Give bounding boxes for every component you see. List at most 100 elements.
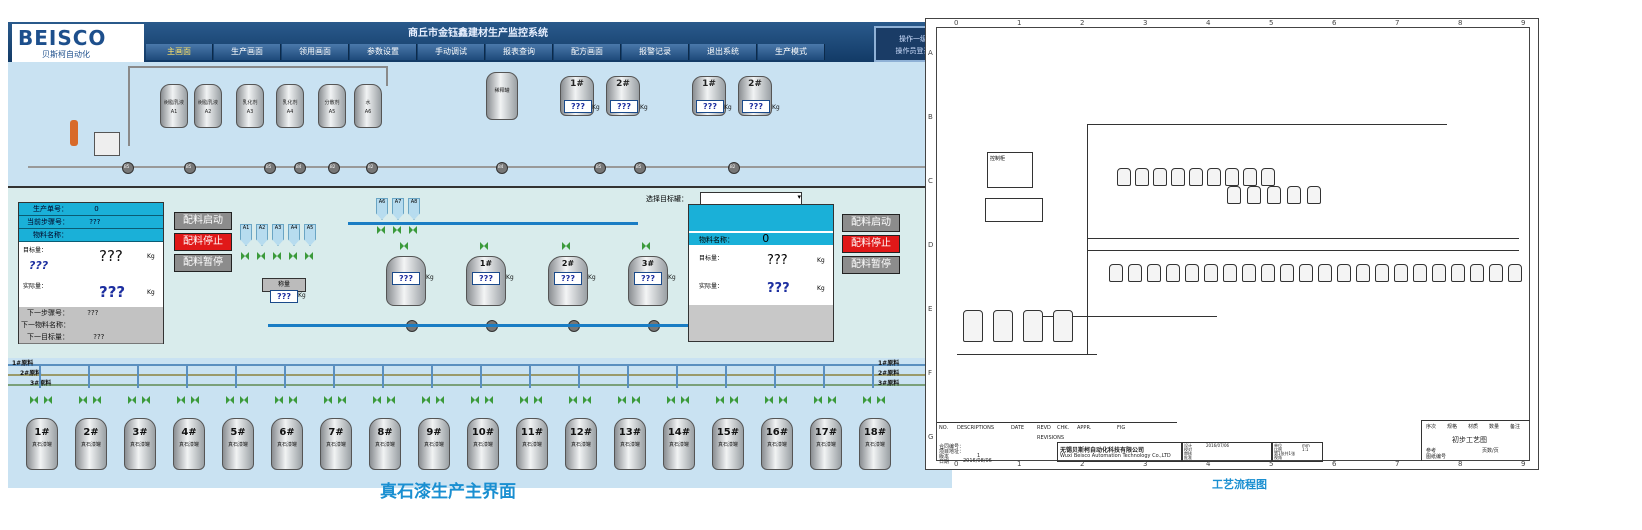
grid-column-number: 9	[1521, 460, 1526, 468]
grid-row-letter: A	[928, 49, 933, 57]
nav-item[interactable]: 参数设置	[350, 44, 417, 60]
hopper-icon: A3	[272, 224, 284, 246]
drawing-tank-icon	[1318, 264, 1332, 282]
pipe	[39, 364, 41, 388]
valve-icon	[485, 396, 493, 404]
group2-unit-2: Kg	[772, 104, 780, 111]
storage-area: 1#原料 2#原料 3#原料 1#原料 2#原料 3#原料 1#真石漆罐2#真石…	[8, 358, 952, 488]
storage-tank-label: 真石漆罐	[374, 442, 395, 448]
nav-item[interactable]: 生产画面	[214, 44, 281, 60]
reference-label: 参考	[1426, 448, 1437, 454]
dosing-unit	[985, 198, 1043, 222]
logo-sub: 贝斯柯自动化	[42, 50, 90, 59]
nav-item[interactable]: 手动调试	[418, 44, 485, 60]
company-name-cn: 无锡贝斯柯自动化科技有限公司	[1060, 447, 1145, 454]
raw-material-tank-label: 水	[365, 100, 371, 106]
nav-item[interactable]: 退出系统	[690, 44, 757, 60]
nav-item[interactable]: 生产模式	[758, 44, 825, 60]
drawing-tank-icon	[1261, 264, 1275, 282]
storage-tank-number: 4#	[181, 427, 197, 438]
drawing-tank-icon	[1375, 264, 1389, 282]
group1-tank-2-label: 2#	[616, 79, 630, 89]
mix-tank-unit: Kg	[506, 274, 514, 281]
pause-batch-button-right[interactable]: 配料暂停	[842, 256, 900, 274]
drawing-tank-icon	[1307, 186, 1321, 204]
valve-icon	[471, 396, 479, 404]
drawing-tank-icon	[1223, 264, 1237, 282]
drawing-tank-icon	[1128, 264, 1142, 282]
storage-tank: 16#真石漆罐	[761, 418, 793, 470]
storage-tank-label: 真石漆罐	[472, 442, 493, 448]
pump-label: B4	[498, 164, 504, 169]
nav-item[interactable]: 主画面	[146, 44, 213, 60]
raw-material-tank-label: 分散剂	[324, 100, 340, 106]
stop-batch-button-left[interactable]: 配料停止	[174, 233, 232, 251]
nav-item[interactable]: 报警记录	[622, 44, 689, 60]
pipe	[725, 364, 727, 388]
start-batch-button-left[interactable]: 配料启动	[174, 212, 232, 230]
drawing-tank-icon	[1166, 264, 1180, 282]
drawing-tank-icon	[1287, 186, 1301, 204]
logo: BEISCO 贝斯柯自动化	[12, 24, 144, 62]
valve-icon	[400, 242, 408, 250]
valve-icon	[387, 396, 395, 404]
storage-tank: 14#真石漆罐	[663, 418, 695, 470]
valve-icon	[618, 396, 626, 404]
pipe	[128, 66, 130, 146]
nav-item[interactable]: 领用画面	[282, 44, 349, 60]
valve-icon	[877, 396, 885, 404]
line-label-2: 2#原料	[20, 370, 42, 377]
storage-tank-number: 18#	[863, 427, 887, 438]
actual-unit: Kg	[147, 289, 155, 296]
pump-icon: B4	[496, 162, 508, 174]
drawing-tank-icon	[1489, 264, 1503, 282]
storage-tank-number: 15#	[716, 427, 740, 438]
info-row-next-target: 下一目标量： ???	[19, 331, 163, 344]
drawing-title: 初步工艺图	[1452, 436, 1487, 444]
grid-column-number: 1	[1017, 19, 1022, 27]
nav-item[interactable]: 配方画面	[554, 44, 621, 60]
cabinet	[94, 132, 120, 156]
valve-icon	[93, 396, 101, 404]
approval-label: 批准	[1184, 455, 1192, 460]
storage-tank-number: 2#	[83, 427, 99, 438]
stop-batch-button-right[interactable]: 配料停止	[842, 235, 900, 253]
nav-item[interactable]: 报表查询	[486, 44, 553, 60]
drawing-tank-icon	[1109, 264, 1123, 282]
right-actual-label: 实际量：	[699, 283, 724, 290]
pipe	[28, 166, 928, 168]
dilution-tank: 稀释罐	[486, 72, 518, 120]
valve-icon	[275, 396, 283, 404]
grid-column-number: 8	[1458, 19, 1463, 27]
group1-unit-1: Kg	[592, 104, 600, 111]
valve-icon	[240, 396, 248, 404]
valve-icon	[480, 242, 488, 250]
status-line2: 操作员登录	[895, 47, 931, 55]
company-name-en: Wuxi Beisco Automation Technology Co.,LT…	[1060, 453, 1171, 459]
storage-tank-label: 真石漆罐	[717, 442, 738, 448]
drawing-tank-icon	[1261, 168, 1275, 186]
pipe	[284, 364, 286, 388]
drawing-tank-icon	[1280, 264, 1294, 282]
pause-batch-button-left[interactable]: 配料暂停	[174, 254, 232, 272]
storage-tank-number: 5#	[230, 427, 246, 438]
hopper-icon: A4	[288, 224, 300, 246]
valve-icon	[128, 396, 136, 404]
grid-column-number: 4	[1206, 19, 1211, 27]
drawing-tank-icon	[1189, 168, 1203, 186]
actual-value: ???	[99, 283, 126, 301]
valve-icon	[273, 252, 281, 260]
start-batch-button-right[interactable]: 配料启动	[842, 214, 900, 232]
hopper-icon: A6	[376, 198, 388, 220]
step-value: ???	[89, 218, 101, 226]
pipe	[627, 364, 629, 388]
valve-icon	[324, 396, 332, 404]
right-header: 数量	[1489, 424, 1500, 430]
valve-icon	[257, 252, 265, 260]
